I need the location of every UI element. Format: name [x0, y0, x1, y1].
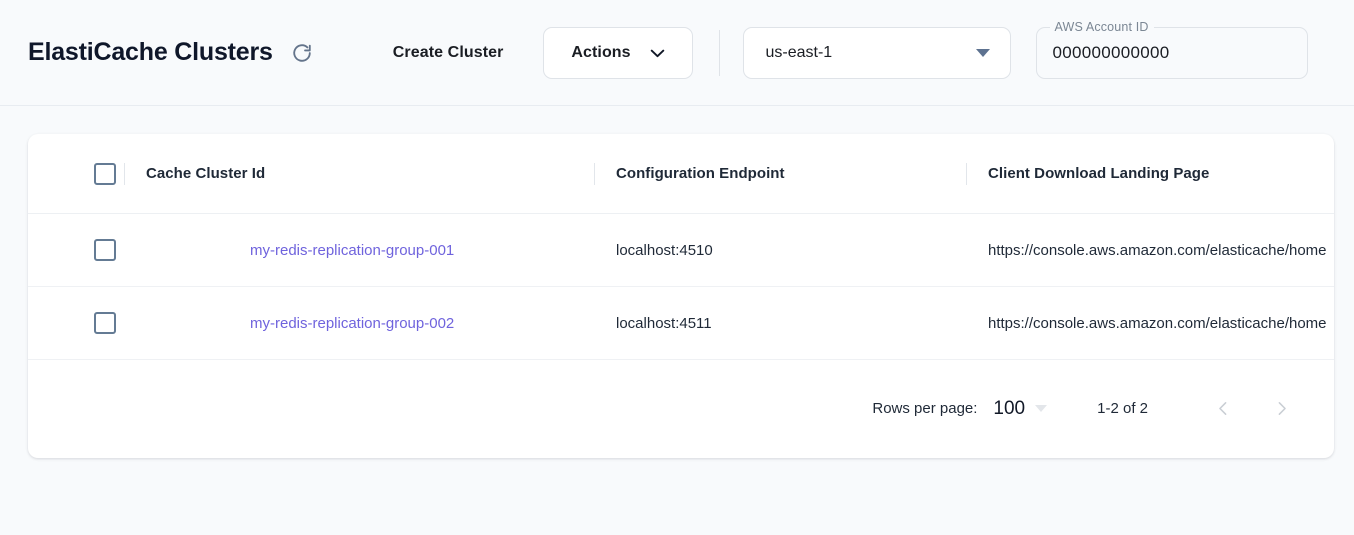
- row-select-cell: [28, 213, 124, 287]
- cell-cluster-id: my-redis-replication-group-002: [124, 286, 594, 360]
- cell-configuration-endpoint: localhost:4510: [594, 213, 966, 287]
- clusters-table: Cache Cluster Id Configuration Endpoint …: [28, 134, 1334, 360]
- region-select[interactable]: us-east-1: [742, 26, 1011, 79]
- chevron-down-icon: [1035, 405, 1048, 412]
- table-body: my-redis-replication-group-001 localhost…: [28, 213, 1334, 360]
- column-header-client-download-landing-page[interactable]: Client Download Landing Page: [966, 134, 1334, 214]
- select-all-header: [28, 134, 124, 214]
- column-header-cluster-id[interactable]: Cache Cluster Id: [124, 134, 594, 214]
- triangle-down-icon: [975, 48, 990, 57]
- cluster-id-link[interactable]: my-redis-replication-group-002: [250, 314, 455, 332]
- actions-button[interactable]: Actions: [542, 26, 693, 79]
- cell-client-download-landing-page: https://console.aws.amazon.com/elasticac…: [966, 213, 1334, 287]
- title-group: ElastiCache Clusters: [28, 38, 317, 68]
- column-divider: [966, 162, 967, 185]
- rows-per-page-select[interactable]: 100: [993, 397, 1048, 420]
- aws-account-id-value: 000000000000: [1052, 42, 1170, 62]
- header-divider: [718, 29, 720, 76]
- rows-per-page-label: Rows per page:: [872, 400, 978, 417]
- cell-client-download-landing-page: https://console.aws.amazon.com/elasticac…: [966, 286, 1334, 360]
- page-title: ElastiCache Clusters: [28, 38, 273, 66]
- select-all-checkbox[interactable]: [94, 162, 116, 185]
- column-header-label: Configuration Endpoint: [616, 165, 785, 182]
- clusters-card: Cache Cluster Id Configuration Endpoint …: [28, 134, 1334, 458]
- create-cluster-button[interactable]: Create Cluster: [387, 36, 510, 70]
- cluster-id-link[interactable]: my-redis-replication-group-001: [250, 241, 455, 259]
- cell-cluster-id: my-redis-replication-group-001: [124, 213, 594, 287]
- column-divider: [124, 162, 125, 185]
- aws-account-id-label: AWS Account ID: [1049, 19, 1154, 34]
- column-header-configuration-endpoint[interactable]: Configuration Endpoint: [594, 134, 966, 214]
- refresh-icon[interactable]: [287, 38, 317, 68]
- column-header-label: Client Download Landing Page: [988, 165, 1210, 182]
- row-select-cell: [28, 286, 124, 360]
- actions-button-label: Actions: [571, 43, 631, 61]
- table-head: Cache Cluster Id Configuration Endpoint …: [28, 134, 1334, 214]
- region-select-value: us-east-1: [765, 43, 833, 61]
- column-header-label: Cache Cluster Id: [146, 165, 266, 182]
- rows-per-page-value: 100: [993, 397, 1026, 419]
- page-header: ElastiCache Clusters Create Cluster Acti…: [0, 0, 1354, 106]
- table-pagination: Rows per page: 100 1-2 of 2: [28, 360, 1334, 457]
- row-checkbox[interactable]: [94, 239, 116, 261]
- row-checkbox[interactable]: [94, 312, 116, 334]
- previous-page-button[interactable]: [1206, 392, 1240, 426]
- landing-page-url: https://console.aws.amazon.com/elasticac…: [988, 314, 1327, 332]
- landing-page-url: https://console.aws.amazon.com/elasticac…: [988, 241, 1327, 259]
- column-divider: [594, 162, 595, 185]
- next-page-button[interactable]: [1264, 392, 1298, 426]
- cell-configuration-endpoint: localhost:4511: [594, 286, 966, 360]
- aws-account-id-field[interactable]: AWS Account ID 000000000000: [1035, 19, 1308, 79]
- pagination-range-label: 1-2 of 2: [1097, 400, 1148, 417]
- table-header-row: Cache Cluster Id Configuration Endpoint …: [28, 134, 1334, 214]
- table-row[interactable]: my-redis-replication-group-002 localhost…: [28, 286, 1334, 360]
- chevron-down-icon: [650, 49, 664, 57]
- table-row[interactable]: my-redis-replication-group-001 localhost…: [28, 213, 1334, 287]
